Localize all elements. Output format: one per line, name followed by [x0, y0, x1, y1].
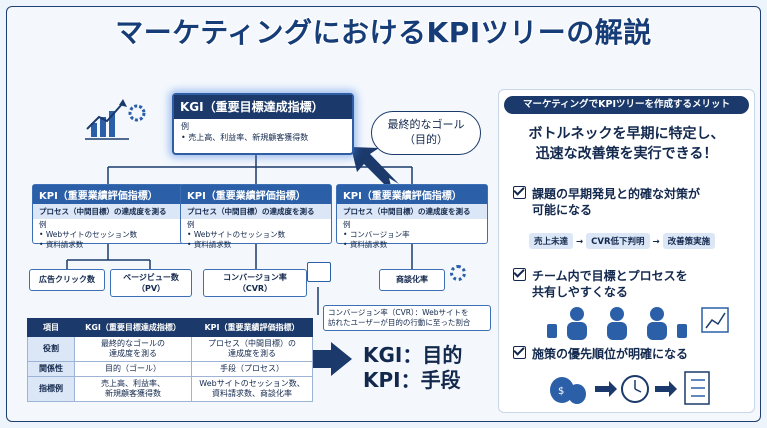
leaf-pageview: ページビュー数 （PV） — [110, 269, 192, 297]
leaf-cvr: コンバージョン率 （CVR） — [203, 269, 307, 297]
svg-text:$: $ — [558, 386, 564, 397]
kgi-example: 例 • 売上高、利益率、新規顧客獲得数 — [181, 122, 309, 142]
tree-connectors — [66, 99, 413, 376]
growth-chart-icon — [85, 99, 146, 140]
summary-text: KGI：目的 KPI：手段 — [363, 343, 463, 392]
priority-icons: $ — [550, 371, 710, 405]
summary-arrow — [307, 342, 352, 376]
table-row: 指標例 売上高、利益率、新規顧客獲得数 Webサイトのセッション数、資料請求数、… — [27, 376, 313, 402]
comparison-table: 項目 KGI（重要目標達成指標） KPI（重要業績評価指標） 役割 最終的なゴー… — [27, 318, 313, 402]
up-arrow — [351, 147, 399, 193]
team-people-icon — [547, 307, 729, 340]
kpi-box-1: KPI（重要業績評価指標） プロセス（中間目標）の達成度を測る 例 • Webサ… — [32, 184, 184, 249]
merit-item-1: 課題の早期発見と的確な対策が 可能になる — [513, 186, 700, 218]
arrow-right-icon: → — [576, 237, 584, 247]
kgi-header: KGI（重要目標達成指標） — [174, 95, 352, 119]
table-row: 関係性 目的（ゴール） 手段（プロセス） — [27, 361, 313, 377]
kgi-box: KGI（重要目標達成指標） 例 • 売上高、利益率、新規顧客獲得数 — [172, 93, 354, 155]
gear-icon — [450, 265, 466, 281]
infographic-frame: マーケティングにおけるKPIツリーの解説 — [6, 6, 761, 422]
merit-item-3: 施策の優先順位が明確になる — [513, 346, 688, 362]
kpi-box-3: KPI（重要業績評価指標） プロセス（中間目標）の達成度を測る 例 • コンバー… — [336, 184, 488, 249]
checkbox-icon — [513, 268, 526, 281]
table-header-row: 項目 KGI（重要目標達成指標） KPI（重要業績評価指標） — [27, 318, 313, 337]
checkbox-icon — [513, 346, 526, 359]
merits-panel: マーケティングでKPIツリーを作成するメリット ボトルネックを早期に特定し、 迅… — [498, 89, 755, 413]
merits-title: マーケティングでKPIツリーを作成するメリット — [504, 96, 749, 114]
leaf-negotiation: 商談化率 — [379, 269, 445, 291]
kpi-box-2: KPI（重要業績評価指標） プロセス（中間目標）の達成度を測る 例 • Webサ… — [180, 184, 332, 249]
merit-item-2: チーム内で目標とプロセスを 共有しやすくなる — [513, 268, 688, 300]
cvr-note: コンバージョン率（CVR）：Webサイトを 訪れたユーザーが目的の行動に至った割… — [323, 305, 491, 331]
checkbox-icon — [513, 186, 526, 199]
table-row: 役割 最終的なゴールの達成度を測る プロセス（中間目標）の達成度を測る — [27, 336, 313, 362]
arrow-right-icon: → — [652, 237, 660, 247]
flow-steps: 売上未達→CVR低下判明→改善策実施 — [529, 233, 716, 249]
goal-bubble: 最終的なゴール （目的） — [371, 111, 481, 155]
browser-icon — [307, 262, 331, 282]
leaf-ad-click: 広告クリック数 — [29, 269, 105, 291]
page-title: マーケティングにおけるKPIツリーの解説 — [115, 16, 652, 49]
merits-headline: ボトルネックを早期に特定し、 迅速な改善策を実行できる！ — [528, 126, 725, 162]
